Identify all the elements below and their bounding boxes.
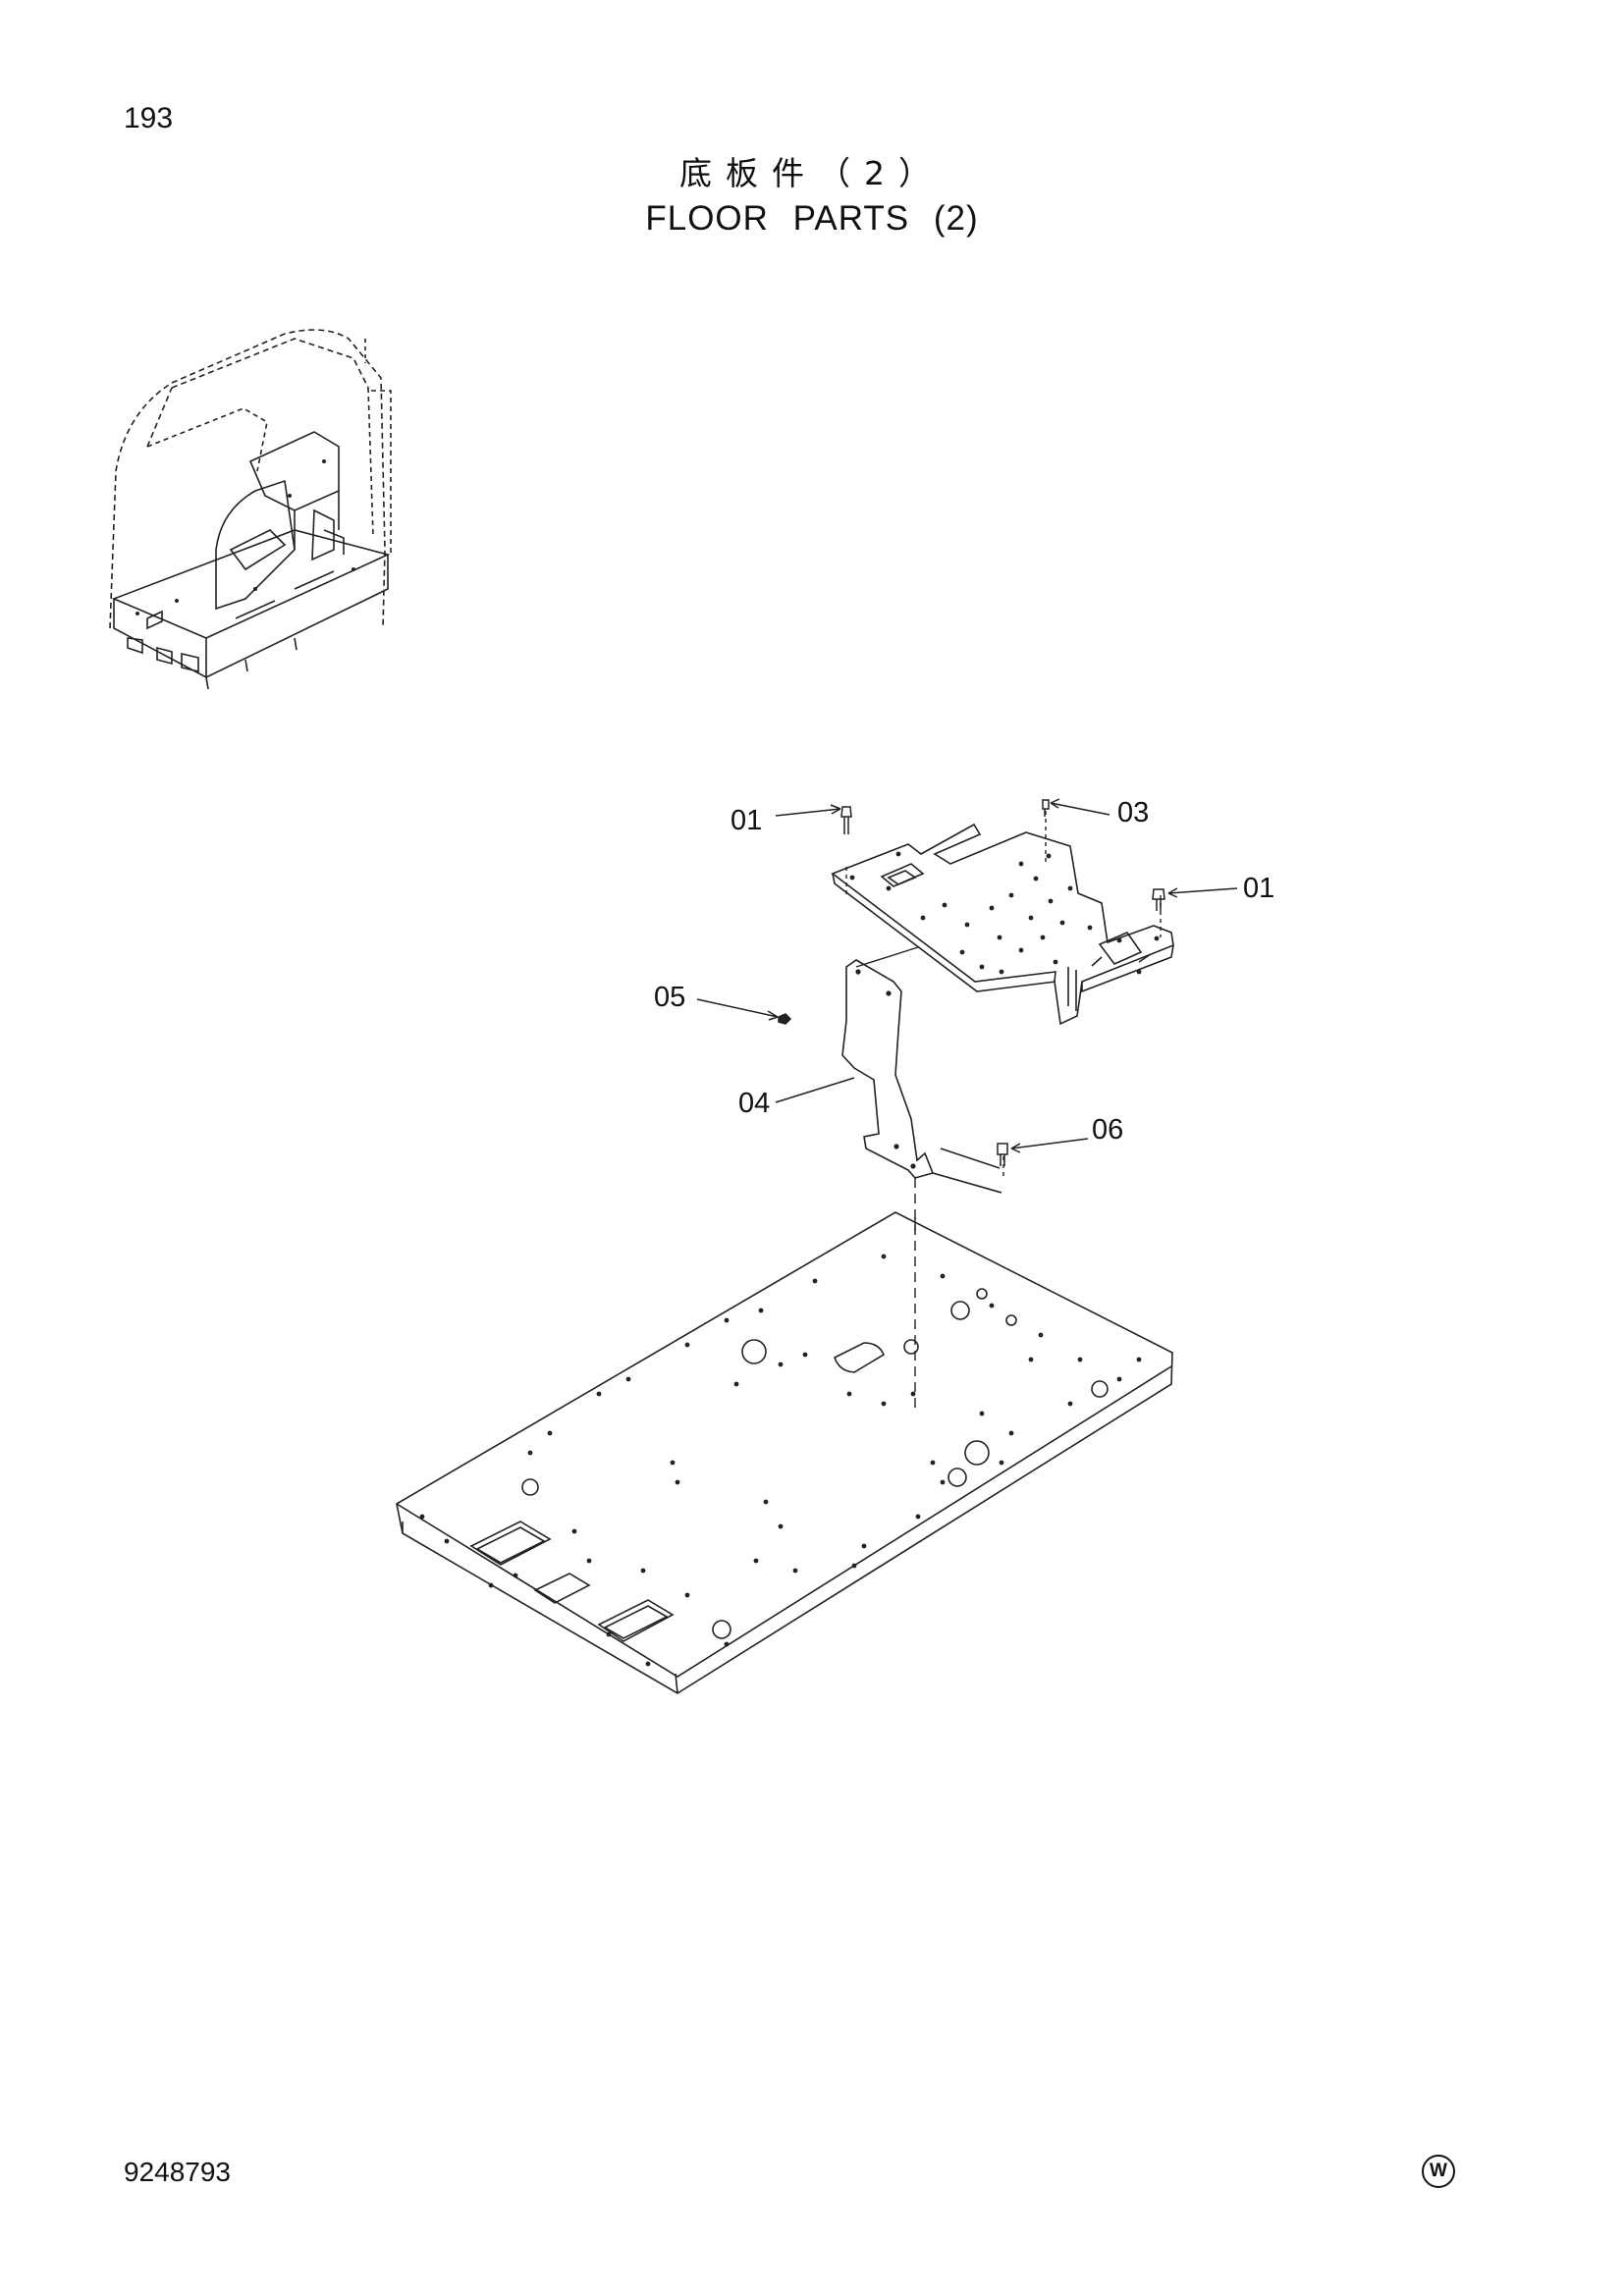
bolt-06 xyxy=(997,1143,1008,1166)
callout-labels: 01 03 01 05 04 06 xyxy=(654,797,1274,1146)
document-number: 9248793 xyxy=(124,2157,232,2187)
nut-05 xyxy=(778,1013,792,1025)
assembly-lines xyxy=(845,811,1162,1414)
upper-bracket-plate xyxy=(831,823,1174,1026)
cab-overview-thumbnail xyxy=(109,329,392,690)
bolt-03 xyxy=(1042,799,1050,817)
callout-label: 01 xyxy=(1243,873,1274,904)
callout-label: 03 xyxy=(1117,797,1149,828)
main-floor-plate xyxy=(396,1211,1173,1694)
callout-label: 04 xyxy=(738,1088,770,1119)
callout-label: 05 xyxy=(654,982,685,1013)
callout-label: 06 xyxy=(1092,1114,1123,1146)
callout-leaders xyxy=(696,798,1238,1153)
support-bracket xyxy=(841,959,1002,1194)
page-title: FLOOR PARTS (2) xyxy=(645,199,979,238)
page-title-chinese: 底板件（2） xyxy=(679,154,945,192)
bolt-01-right xyxy=(1152,888,1165,911)
callout-label: 01 xyxy=(731,805,762,836)
publisher-mark: W xyxy=(1422,2155,1455,2188)
fasteners xyxy=(778,799,1165,1166)
bolt-01-left xyxy=(840,806,852,834)
page-number: 193 xyxy=(124,102,174,134)
